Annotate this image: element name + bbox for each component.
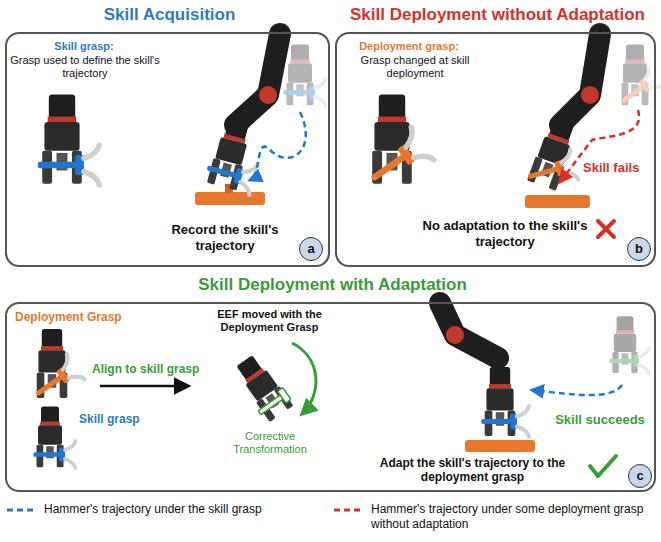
skill-trajectory [250, 112, 306, 180]
illustration-part [207, 116, 254, 190]
arm-joint-ring [446, 326, 464, 344]
legend-line [334, 509, 364, 512]
illustration-part [614, 67, 661, 113]
legend-item: Hammer's trajectory under the skill gras… [6, 502, 306, 517]
legend-text: Hammer's trajectory under some deploymen… [371, 502, 653, 532]
panel-letter-circle: a [299, 237, 323, 261]
moved-gripper [230, 352, 295, 424]
legend-item: Hammer's trajectory under some deploymen… [333, 502, 655, 532]
outcome-label: Skill succeeds [550, 412, 650, 428]
panel-box: Skill Deployment with AdaptationDeployme… [5, 302, 656, 492]
step-caption: No adaptation to the skill's trajectory [420, 218, 590, 249]
illustration-part [203, 153, 257, 195]
transform-label: Corrective Transformation [220, 430, 320, 456]
step-caption: Adapt the skill's trajectory to the depl… [365, 456, 580, 485]
ghost-gripper [284, 45, 326, 107]
step-caption: Record the skill's trajectory [155, 222, 295, 253]
arm-joint-ring [259, 86, 277, 104]
failed-trajectory [560, 110, 639, 182]
panel-letter: a [307, 241, 314, 257]
outcome-label: Skill fails [583, 160, 653, 176]
panel-box: Skill AcquisitionSkill grasp:Grasp used … [5, 32, 330, 267]
arm-joint-ring [581, 86, 599, 104]
panel-heading: Skill Deployment without Adaptation [337, 5, 658, 25]
panel-heading: Skill Deployment with Adaptation [7, 275, 658, 295]
legend-line [7, 509, 37, 512]
deployment-grasp-gripper [28, 329, 85, 407]
illustration-part [361, 127, 434, 195]
arm-gripper [516, 113, 596, 205]
grasp-title: Deployment Grasp [15, 310, 145, 324]
adapted-trajectory [532, 385, 622, 395]
illustration-part [34, 441, 76, 468]
panel-heading: Skill Acquisition [7, 5, 332, 25]
grasp-title: Deployment grasp: [349, 40, 469, 53]
deployment-grasp-gripper [361, 95, 434, 195]
robot-arm [560, 34, 600, 125]
illustration-part [258, 394, 284, 414]
robot-arm [235, 34, 280, 125]
target-board [195, 192, 265, 205]
grasp-note: Grasp changed at skill deployment [340, 54, 490, 80]
panel-letter-circle: b [627, 237, 651, 261]
panel-letter: c [636, 468, 643, 484]
grasp-title: Skill grasp: [29, 40, 139, 53]
robot-arm [440, 303, 498, 358]
illustration-part [38, 145, 100, 185]
ghost-gripper [614, 45, 661, 114]
target-board [465, 440, 535, 452]
legend-text: Hammer's trajectory under the skill gras… [44, 502, 304, 517]
illustration-part [233, 352, 294, 422]
arm-gripper [481, 367, 529, 437]
illustration-part [610, 348, 649, 373]
grasp-title: Skill grasp [79, 412, 159, 426]
illustration-part [284, 79, 326, 106]
target-board [525, 195, 590, 208]
illustration-part [277, 388, 291, 403]
legend-swatch [6, 505, 38, 515]
panel-letter: b [635, 241, 643, 257]
illustration-part [372, 95, 412, 184]
failure-cross [598, 221, 614, 237]
grasp-note: Grasp used to define the skill's traject… [10, 54, 160, 80]
panel-letter-circle: c [628, 464, 652, 488]
panel-box: Skill Deployment without AdaptationDeplo… [335, 32, 656, 267]
legend-swatch [333, 505, 365, 515]
success-check [590, 456, 616, 476]
illustration-part [255, 388, 291, 419]
arm-gripper [203, 115, 267, 195]
ghost-gripper [610, 316, 649, 373]
illustration-part [622, 45, 649, 106]
illustration-part [481, 406, 529, 437]
arrow-label: Align to skill grasp [92, 362, 212, 376]
illustration-part [37, 329, 68, 398]
illustration-part [28, 354, 85, 406]
skill-grasp-gripper [34, 407, 76, 469]
skill-grasp-gripper [38, 95, 100, 185]
corrective-arrow [292, 343, 316, 414]
step-note: EEF moved with the Deployment Grasp [202, 308, 337, 334]
align-arrow [100, 385, 188, 388]
